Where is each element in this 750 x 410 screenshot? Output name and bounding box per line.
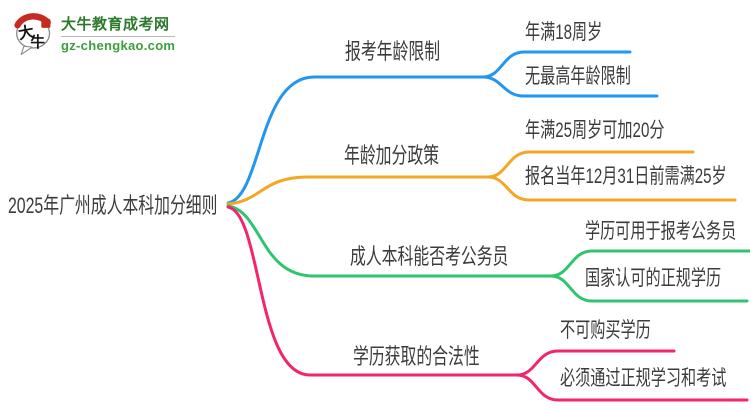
branch-4-label: 学历获取的合法性 bbox=[353, 344, 480, 369]
branch-4-child-1-line bbox=[515, 349, 676, 377]
branch-2-label: 年龄加分政策 bbox=[344, 143, 440, 168]
branch-3-child-1-line bbox=[549, 249, 750, 278]
brand-logo-icon: 大 牛 bbox=[14, 13, 51, 55]
branch-4-child-1: 不可购买学历 bbox=[560, 319, 651, 342]
site-logo: 大 牛 大牛教育成考网 gz-chengkao.com bbox=[13, 9, 176, 56]
branch-4-child-2-line bbox=[515, 373, 749, 402]
branch-2-child-1: 年满25周岁可加20分 bbox=[525, 119, 665, 142]
branch-2-child-2: 报名当年12月31日前需满25岁 bbox=[525, 165, 727, 188]
logo-divider bbox=[61, 35, 176, 37]
branch-2-child-2-line bbox=[486, 175, 737, 202]
logo-char-niu: 牛 bbox=[30, 33, 45, 51]
branch-4-main-line bbox=[226, 205, 519, 377]
branch-3-main-line bbox=[226, 204, 553, 278]
central-topic: 2025年广州成人本科加分细则 bbox=[8, 193, 218, 218]
branch-3-child-2: 国家认可的正规学历 bbox=[585, 267, 722, 290]
branch-1-label: 报考年龄限制 bbox=[345, 39, 441, 64]
branch-3-child-1: 学历可用于报考公务员 bbox=[585, 220, 737, 243]
branch-2-child-1-line bbox=[486, 150, 695, 179]
branch-3-label: 成人本科能否考公务员 bbox=[350, 244, 509, 269]
branch-2-main-line bbox=[226, 175, 490, 206]
brand-name: 大牛教育成考网 bbox=[61, 15, 170, 33]
branch-1-main-line bbox=[226, 75, 485, 205]
branch-1-child-1: 年满18周岁 bbox=[525, 21, 603, 44]
brand-url: gz-chengkao.com bbox=[61, 37, 176, 53]
branch-1-child-2-line bbox=[481, 75, 659, 98]
branch-3-child-2-line bbox=[549, 274, 749, 303]
logo-char-da: 大 bbox=[17, 22, 36, 43]
branch-4-child-2: 必须通过正规学习和考试 bbox=[560, 367, 727, 390]
branch-1-child-2: 无最高年龄限制 bbox=[525, 65, 631, 88]
